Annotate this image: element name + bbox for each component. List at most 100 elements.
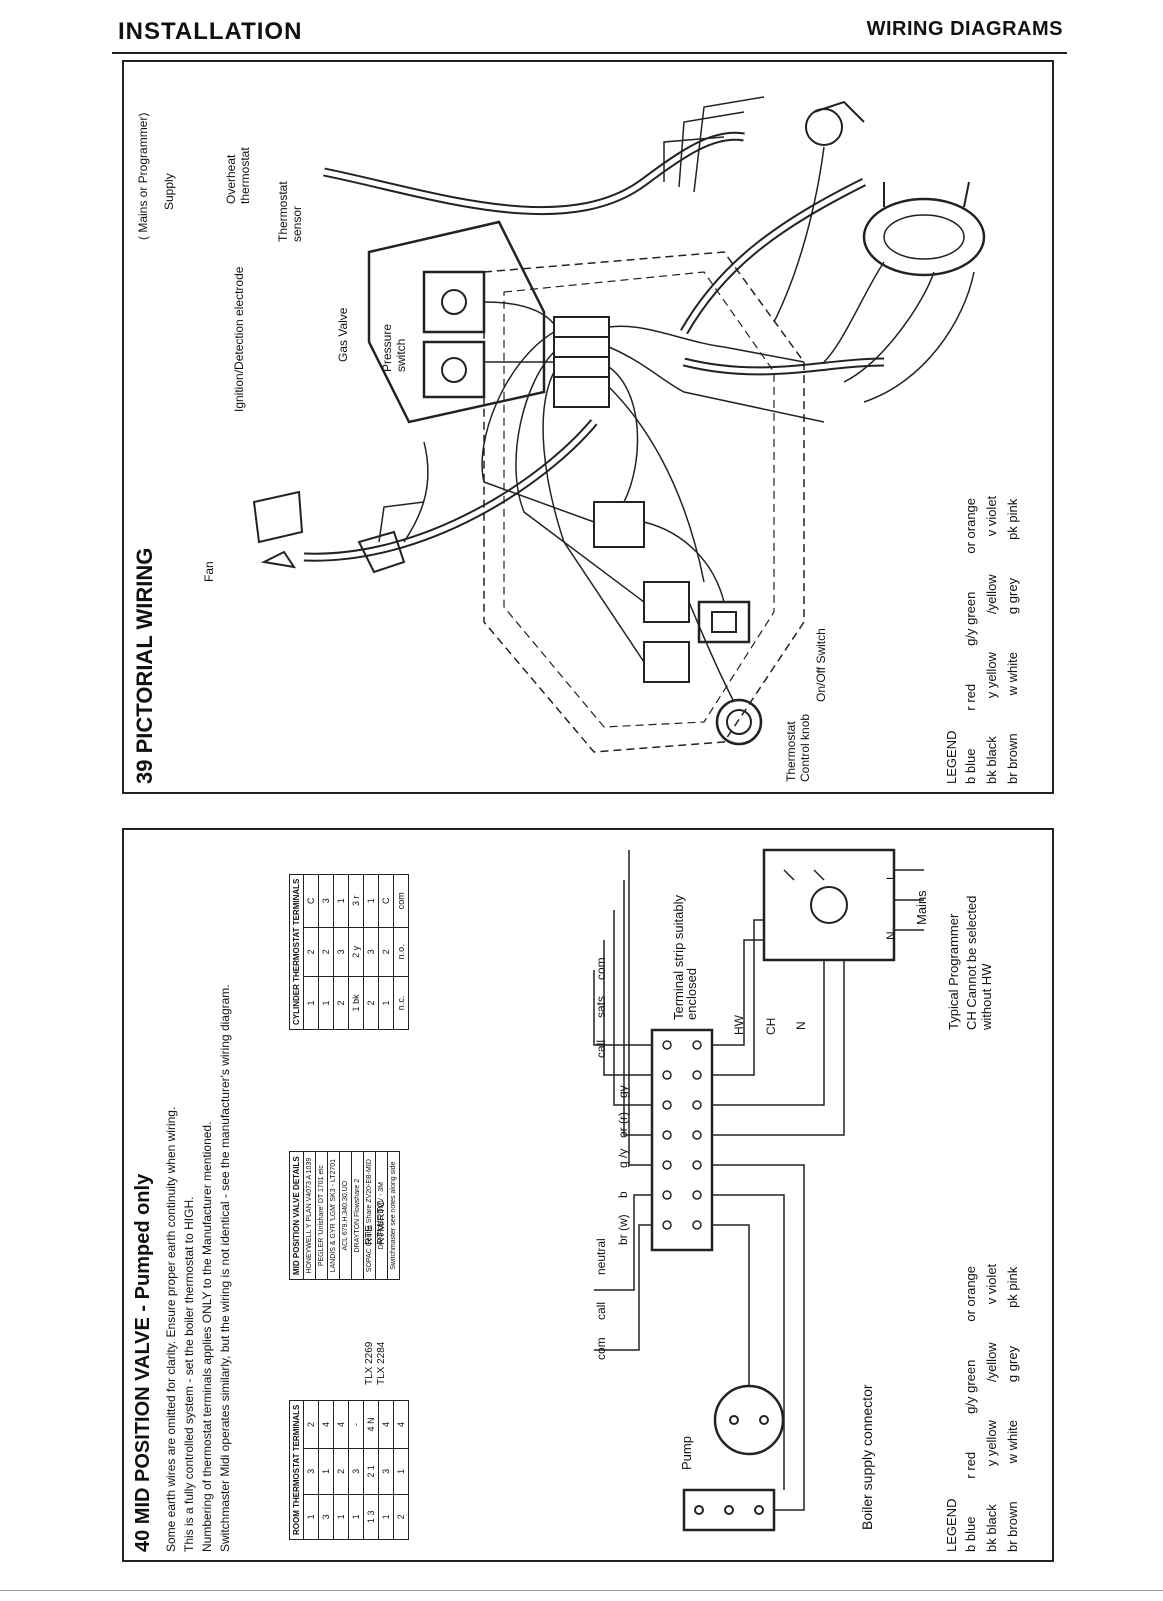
table-cell: Switchmaster see notes along side: [387, 1151, 400, 1280]
table-cell: 2: [333, 976, 349, 1030]
table-cell: 2 1: [363, 1448, 379, 1495]
note-3: Numbering of thermostat terminals applie…: [200, 1121, 214, 1552]
legend-item: or orange: [963, 497, 978, 554]
table-cell: 3: [378, 1448, 394, 1495]
room-table-header: ROOM THERMOSTAT TERMINALS: [289, 1400, 304, 1540]
legend-item: w white: [1005, 652, 1020, 696]
table-cell: 3: [303, 1448, 319, 1495]
table-cell: -: [348, 1400, 364, 1449]
table-cell: 3: [318, 874, 334, 928]
legend-item: v violet: [984, 1263, 999, 1305]
wire-label: g /y: [616, 1148, 630, 1168]
wire-label: or (r): [616, 1112, 630, 1138]
terminal-strip-label: Terminal strip suitably enclosed: [671, 895, 699, 1020]
legend-item: r red: [963, 683, 978, 711]
table-cell: 2: [333, 1448, 349, 1495]
wire-label: b: [616, 1191, 630, 1198]
table-cell: 2: [378, 927, 394, 977]
table-cell: 1: [318, 976, 334, 1030]
table-cell: 4: [393, 1400, 409, 1449]
fan-label: Fan: [202, 561, 216, 582]
figure-40-number: 40: [132, 1529, 154, 1552]
note-2: This is a fully controlled system - set …: [182, 1196, 196, 1552]
legend-item: or orange: [963, 1265, 978, 1322]
legend-item: b blue: [963, 748, 978, 784]
thermostat-sensor-label: Thermostat sensor: [276, 181, 304, 242]
legend-item: br brown: [1005, 733, 1020, 784]
table-cell: C: [303, 874, 319, 928]
valve-details-table: MID POSITION VALVE DETAILS HONEYWELL Y P…: [289, 1151, 400, 1280]
pump-label: Pump: [679, 1436, 694, 1470]
table-cell: PEGLER 'Unishare' DT 1701 etc: [315, 1151, 328, 1280]
legend-item: /yellow: [984, 1342, 999, 1383]
wire-label: br (w): [616, 1214, 630, 1245]
pressure-switch-label: Pressure switch: [380, 323, 408, 372]
supply-note: ( Mains or Programmer): [136, 112, 150, 240]
legend-item: g grey: [1005, 577, 1020, 615]
legend-item: v violet: [984, 495, 999, 537]
table-cell: 4 N: [363, 1400, 379, 1449]
table-cell: 4: [318, 1400, 334, 1449]
legend-item: y yellow: [984, 1420, 999, 1467]
table-cell: 3: [318, 1494, 334, 1540]
figure-40-legend: LEGEND b blue r red g/y green or orange …: [944, 1264, 1020, 1552]
legend-item: g/y green: [963, 1359, 978, 1414]
figure-40-panel: 40 MID POSITION VALVE - Pumped only Some…: [122, 828, 1054, 1562]
figure-39-title: 39 PICTORIAL WIRING: [132, 548, 158, 784]
table-cell: LANDIS & GYR 'LGM' SK3 - LT2701: [327, 1151, 340, 1280]
mid-position-valve-diagram: [593, 848, 924, 1532]
ignition-electrode-label: Ignition/Detection electrode: [232, 266, 246, 412]
legend-heading: LEGEND: [944, 1498, 959, 1552]
table-cell: 1: [393, 1448, 409, 1495]
table-cell: 1: [378, 1494, 394, 1540]
table-cell: 1: [303, 1494, 319, 1540]
table-cell: 2: [303, 927, 319, 977]
table-cell: n.o.: [393, 927, 409, 977]
figure-40-title: 40 MID POSITION VALVE - Pumped only: [132, 1174, 155, 1552]
figure-39-legend: LEGEND b blue r red g/y green or orange …: [944, 496, 1020, 784]
wire-label: gy: [616, 1085, 630, 1098]
overheat-thermostat-label: Overheat thermostat: [224, 147, 252, 204]
table-cell: 1: [303, 976, 319, 1030]
legend-item: br brown: [1005, 1501, 1020, 1552]
note-1: Some earth wires are omitted for clarity…: [164, 1106, 178, 1552]
pictorial-wiring-drawing: [252, 96, 986, 753]
prog-label-n2: N: [884, 931, 898, 940]
legend-item: g/y green: [963, 591, 978, 646]
figure-39-number: 39: [132, 759, 157, 784]
programmer-label: Typical Programmer: [946, 913, 961, 1030]
legend-item: bk black: [984, 1504, 999, 1552]
table-cell: 3: [333, 927, 349, 977]
table-cell: SOPAC Centra Share ZV20-EB-MID: [363, 1151, 376, 1280]
wire-label: neutral: [594, 1238, 608, 1275]
table-cell: DRAYTON Flowshare 2: [351, 1151, 364, 1280]
prog-label-l: L: [884, 873, 898, 880]
thermostat-knob-label: Thermostat Control knob: [784, 713, 812, 782]
legend-heading: LEGEND: [944, 730, 959, 784]
table-cell: 3: [348, 1448, 364, 1495]
table-cell: C: [378, 874, 394, 928]
header-rule: [112, 52, 1067, 54]
table-cell: 1 bk: [348, 976, 364, 1030]
wire-label: com: [594, 957, 608, 980]
table-cell: ACL 679.H.340.30.UO: [339, 1151, 352, 1280]
legend-item: w white: [1005, 1420, 1020, 1464]
table-cell: 1: [318, 1448, 334, 1495]
figure-39-heading: PICTORIAL WIRING: [132, 547, 157, 754]
table-cell: n.c.: [393, 976, 409, 1030]
table-cell: 2: [303, 1400, 319, 1449]
table-cell: 1: [348, 1494, 364, 1540]
cyl-table-header: CYLINDER THERMOSTAT TERMINALS: [289, 874, 304, 1030]
table-cell: 4: [333, 1400, 349, 1449]
header-installation: INSTALLATION: [118, 18, 303, 45]
legend-item: r red: [963, 1451, 978, 1479]
gas-valve-label: Gas Valve: [336, 307, 350, 362]
table-cell: 1: [378, 976, 394, 1030]
table-cell: 2: [393, 1494, 409, 1540]
table-cell: 1: [333, 874, 349, 928]
legend-item: g grey: [1005, 1345, 1020, 1383]
